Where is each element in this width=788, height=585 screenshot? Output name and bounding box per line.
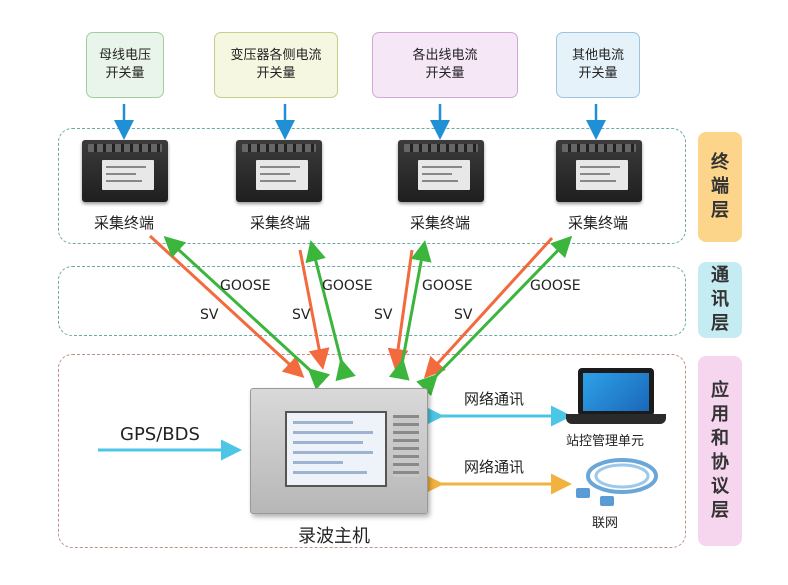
comm-layer-tag: 通 讯 层 — [698, 262, 742, 338]
terminal-label: 采集终端 — [567, 214, 628, 232]
layer-char: 通 — [711, 265, 729, 286]
station-control-label: 站控管理单元 — [566, 434, 645, 449]
terminal-label: 采集终端 — [249, 214, 310, 232]
layer-char: 用 — [711, 404, 729, 425]
source-box-transformer-current: 变压器各侧电流 开关量 — [214, 32, 338, 98]
network-label: 网络通讯 — [464, 458, 525, 476]
recorder-host-label: 录波主机 — [298, 526, 370, 547]
layer-char: 和 — [711, 428, 729, 449]
source-label-line1: 变压器各侧电流 — [230, 48, 322, 63]
comm-layer-frame — [58, 266, 686, 336]
source-label-line1: 其他电流 — [571, 48, 624, 63]
source-label-line1: 各出线电流 — [412, 48, 478, 63]
terminal-label: 采集终端 — [409, 214, 470, 232]
internet-label: 联网 — [592, 516, 619, 531]
laptop-icon — [578, 368, 654, 416]
goose-label: GOOSE — [530, 278, 581, 294]
layer-char: 协 — [711, 452, 729, 473]
layer-char: 议 — [711, 476, 729, 497]
terminal-layer-frame — [58, 128, 686, 244]
laptop-base — [566, 414, 666, 424]
source-box-bus-voltage: 母线电压 开关量 — [86, 32, 164, 98]
collection-terminal-device — [556, 140, 642, 210]
sv-label: SV — [454, 307, 473, 323]
layer-char: 终 — [711, 152, 729, 173]
app-layer-frame — [58, 354, 686, 548]
goose-label: GOOSE — [322, 278, 373, 294]
layer-char: 层 — [711, 500, 729, 521]
source-box-outgoing-current: 各出线电流 开关量 — [372, 32, 518, 98]
goose-label: GOOSE — [422, 278, 473, 294]
collection-terminal-device — [82, 140, 168, 210]
terminal-label: 采集终端 — [93, 214, 154, 232]
collection-terminal-device — [398, 140, 484, 210]
network-label: 网络通讯 — [464, 390, 525, 408]
gps-label: GPS/BDS — [120, 424, 200, 445]
source-label-line1: 母线电压 — [98, 48, 151, 63]
recorder-host-device — [250, 388, 428, 514]
source-label-line2: 开关量 — [256, 66, 296, 81]
app-layer-tag: 应 用 和 协 议 层 — [698, 356, 742, 546]
source-label-line2: 开关量 — [578, 66, 618, 81]
terminal-layer-tag: 终 端 层 — [698, 132, 742, 242]
source-label-line2: 开关量 — [425, 66, 465, 81]
layer-char: 讯 — [711, 289, 729, 310]
layer-char: 层 — [711, 200, 729, 221]
layer-char: 应 — [711, 380, 729, 401]
layer-char: 端 — [711, 176, 729, 197]
sv-label: SV — [292, 307, 311, 323]
collection-terminal-device — [236, 140, 322, 210]
source-box-other-current: 其他电流 开关量 — [556, 32, 640, 98]
layer-char: 层 — [711, 313, 729, 334]
goose-label: GOOSE — [220, 278, 271, 294]
sv-label: SV — [374, 307, 393, 323]
source-label-line2: 开关量 — [105, 66, 145, 81]
sv-label: SV — [200, 307, 219, 323]
